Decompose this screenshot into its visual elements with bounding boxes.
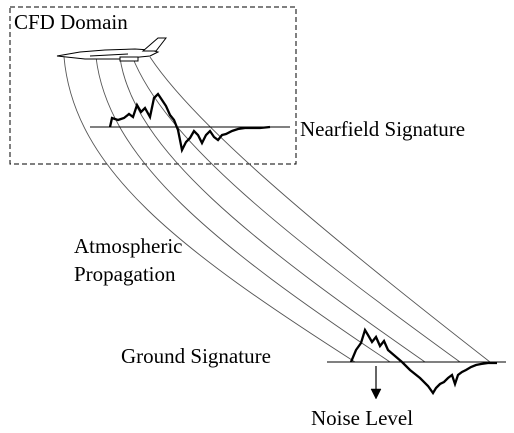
ground-signature [327, 327, 506, 396]
nearfield-signature-label: Nearfield Signature [300, 117, 466, 141]
ground-signature-label: Ground Signature [121, 344, 271, 368]
noise-level-arrow [370, 366, 382, 400]
nearfield-signature [90, 92, 290, 154]
ray-3 [119, 57, 426, 363]
ray-tubes [63, 55, 491, 363]
aircraft-nacelle [119, 56, 139, 62]
atmospheric-label: Atmospheric [74, 234, 183, 258]
aircraft-tail [141, 37, 168, 52]
nearfield-waveform [108, 92, 271, 154]
ray-4 [131, 55, 461, 363]
ground-waveform [349, 327, 497, 396]
cfd-domain-label: CFD Domain [14, 10, 128, 34]
ray-5 [149, 56, 491, 363]
ray-2 [95, 56, 391, 363]
aircraft-icon [56, 37, 168, 62]
noise-level-label: Noise Level [311, 406, 414, 430]
cfd-domain-box [9, 6, 297, 165]
aircraft-wing [89, 53, 129, 57]
propagation-label: Propagation [74, 262, 176, 286]
ray-1 [63, 56, 356, 363]
